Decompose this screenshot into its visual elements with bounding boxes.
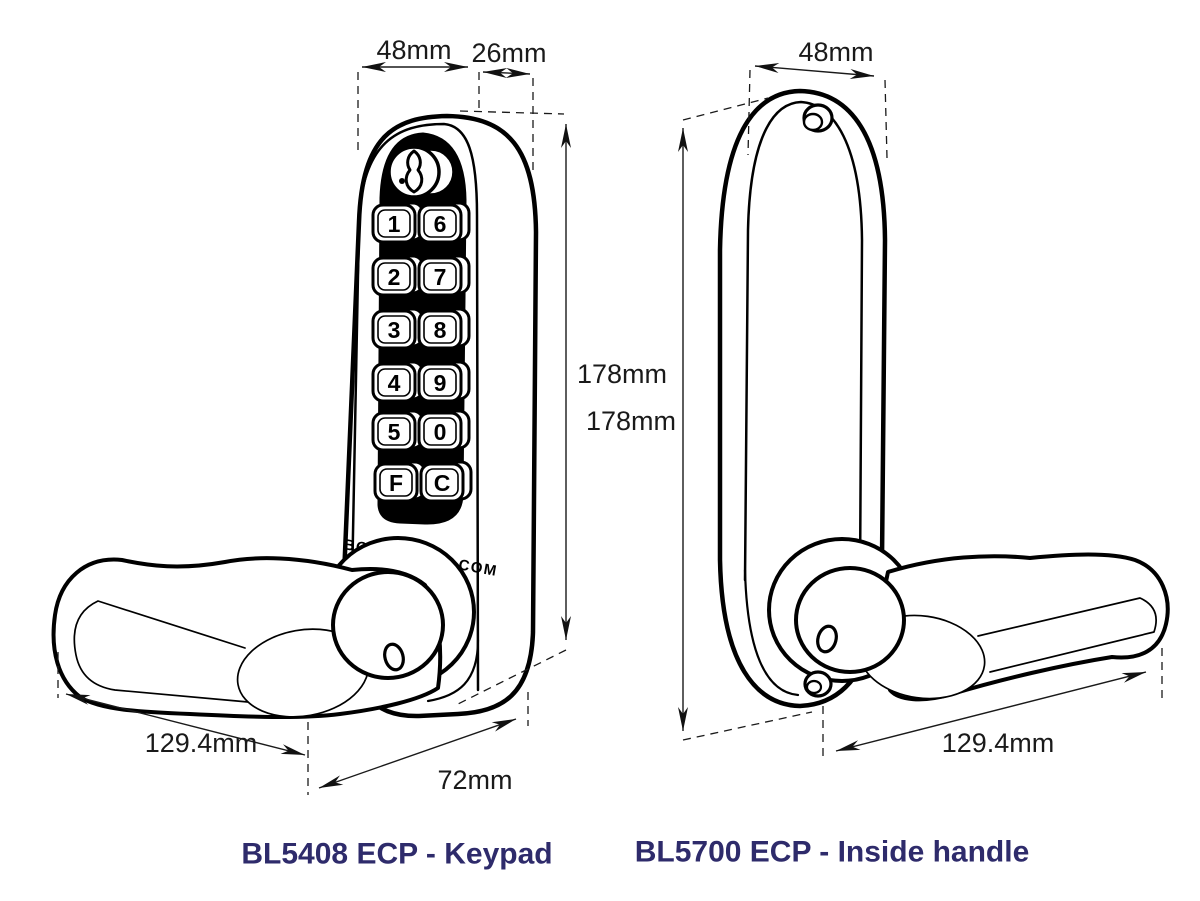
extension-line [457, 649, 567, 705]
screw-icon [816, 624, 838, 654]
dimension-labels-left: 48mm 26mm 178mm 129.4mm 72mm [145, 35, 667, 795]
case-bottom-edge [426, 638, 480, 703]
screw-icon [802, 103, 834, 133]
handle-hub-inner [331, 570, 445, 680]
product-title-inside-handle: BL5700 ECP - Inside handle [635, 836, 1030, 869]
dim-height-left: 178mm [577, 359, 667, 389]
keypad-lock-drawing: 1 6 2 7 [51, 113, 539, 720]
svg-text:F: F [389, 470, 403, 496]
keypad-button: 5 [371, 409, 425, 452]
dim-projection-left: 72mm [437, 765, 512, 795]
keypad-button: C [419, 460, 473, 503]
screw-icon [383, 642, 405, 672]
dimensions-left [57, 62, 571, 795]
dim-handle-left: 129.4mm [145, 728, 258, 758]
svg-text:0: 0 [434, 419, 447, 445]
svg-text:6: 6 [434, 211, 447, 237]
dim-handle-right: 129.4mm [942, 728, 1055, 758]
product-title-keypad: BL5408 ECP - Keypad [241, 838, 552, 871]
keypad-button: F [373, 460, 427, 503]
extension-line [682, 97, 769, 121]
handle-hub-inner [794, 566, 906, 674]
extension-line [682, 711, 813, 741]
dim-width-right: 48mm [798, 37, 873, 67]
svg-text:9: 9 [434, 370, 447, 396]
keypad-button: 4 [371, 360, 425, 403]
keypad-button: 9 [417, 360, 471, 403]
keypad-button: 6 [417, 201, 471, 244]
keypad-button: 8 [417, 307, 471, 350]
svg-text:1: 1 [388, 211, 401, 237]
keypad-button: 3 [371, 307, 425, 350]
dim-depth-left: 26mm [471, 38, 546, 68]
lever-inner-line [73, 600, 249, 703]
dim-line-handle-left [65, 693, 306, 756]
dim-height-right: 178mm [586, 406, 676, 436]
svg-text:4: 4 [388, 370, 401, 396]
keypad-buttons: 1 6 2 7 [371, 201, 473, 503]
svg-text:5: 5 [388, 419, 401, 445]
dim-width-left: 48mm [376, 35, 451, 65]
svg-text:8: 8 [434, 317, 447, 343]
svg-text:2: 2 [388, 264, 401, 290]
spindle-icon [803, 670, 833, 698]
inside-handle-drawing [717, 88, 1170, 709]
svg-text:3: 3 [388, 317, 401, 343]
case-front-edge [350, 122, 480, 692]
dim-line-handle-right [835, 671, 1147, 752]
dim-line-projection-left [318, 718, 517, 789]
keypad-button: 1 [371, 201, 425, 244]
dim-line-depth-left [482, 67, 531, 79]
extension-line [459, 110, 565, 115]
extension-line [747, 69, 751, 156]
dim-line-width-right [754, 63, 875, 79]
keypad-button: 0 [417, 409, 471, 452]
svg-text:7: 7 [434, 264, 447, 290]
svg-text:C: C [434, 470, 451, 496]
lever-inner-line [977, 597, 1157, 673]
dimensions-right [678, 63, 1163, 760]
extension-line [884, 79, 888, 159]
keypad-button: 2 [371, 254, 425, 297]
keypad-button: 7 [417, 254, 471, 297]
keyhole-icon [387, 145, 456, 199]
dimension-labels-right: 48mm 178mm 129.4mm [586, 37, 1054, 758]
plate-front-edge [743, 100, 864, 582]
plate-bottom-edge [743, 568, 800, 697]
